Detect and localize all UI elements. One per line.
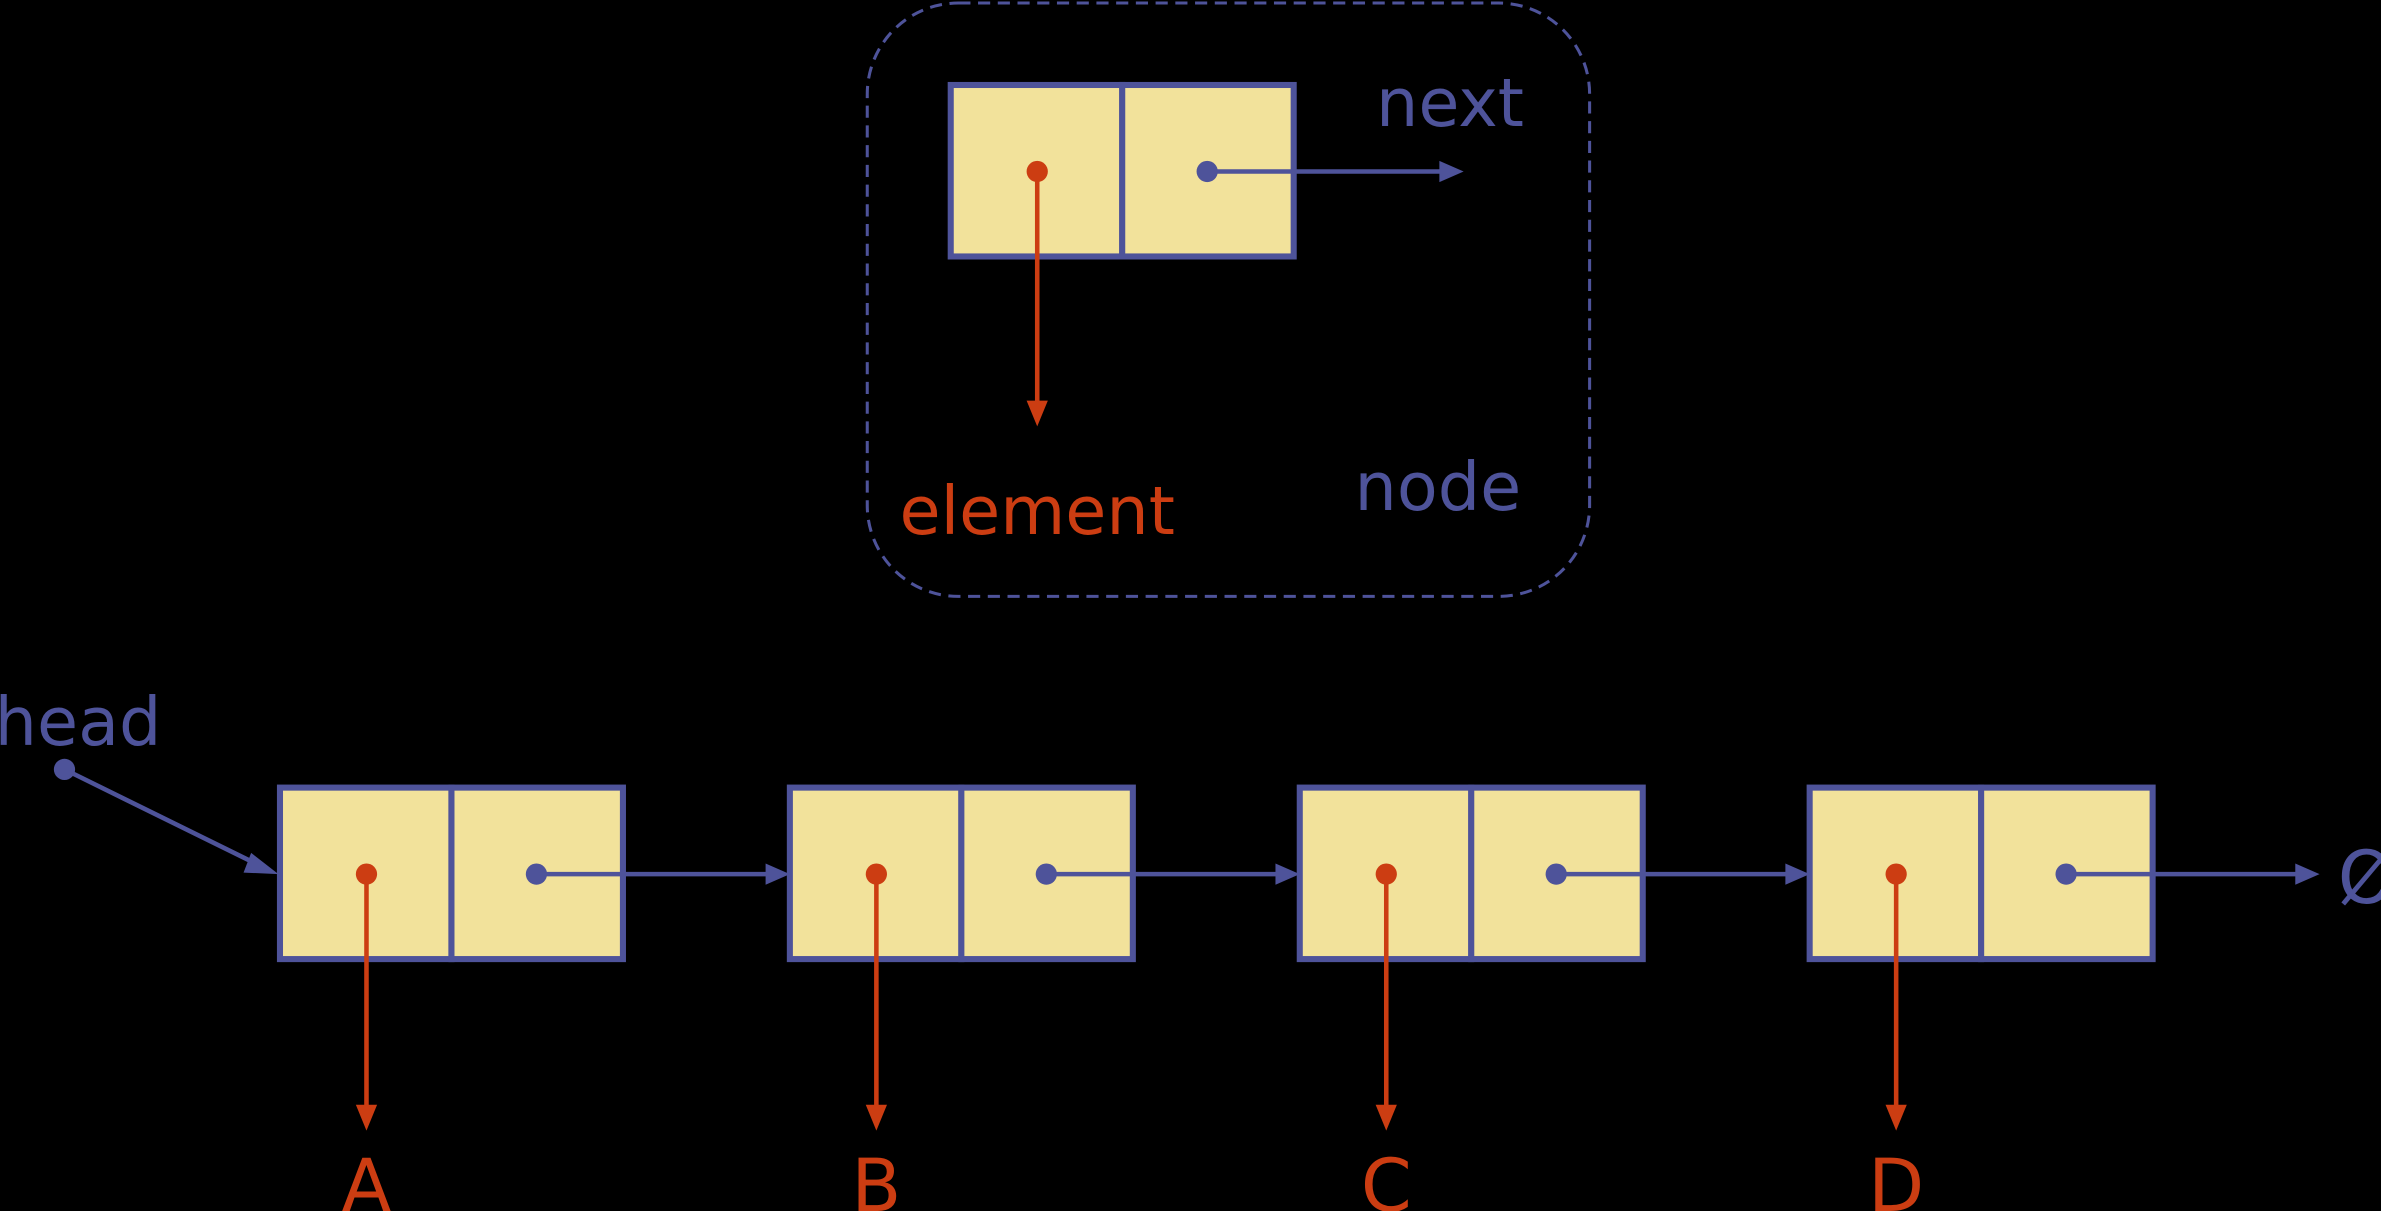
head-label: head: [0, 683, 161, 761]
node-label: node: [1355, 448, 1522, 526]
node-d-element-pointer: [1885, 863, 1907, 1131]
node-legend: next element node: [865, 1, 1592, 598]
node-c-element-pointer: [1375, 863, 1397, 1131]
element-d-label: D: [1868, 1144, 1924, 1211]
element-b-label: B: [851, 1144, 901, 1211]
node-a-next-pointer: [525, 863, 790, 885]
null-symbol: Ø: [2338, 836, 2381, 921]
node-d-next-pointer: [2055, 863, 2320, 885]
legend-container: [865, 1, 1592, 598]
element-label: element: [900, 472, 1175, 550]
legend-element-pointer: [1026, 160, 1048, 427]
legend-next-pointer: [1196, 160, 1464, 183]
element-c-label: C: [1361, 1144, 1412, 1211]
node-a-element-pointer: [355, 863, 378, 1131]
next-label: next: [1376, 64, 1524, 142]
node-b-element-pointer: [865, 863, 887, 1131]
element-a-label: A: [342, 1144, 392, 1211]
node-c-next-pointer: [1545, 863, 1810, 885]
head-pointer: head: [0, 683, 279, 875]
node-b-next-pointer: [1035, 863, 1300, 885]
